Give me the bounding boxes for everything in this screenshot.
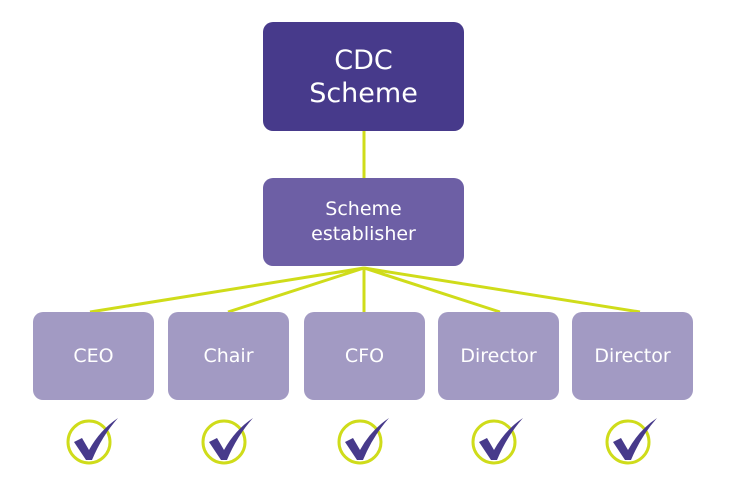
check-circle-icon <box>471 418 523 465</box>
connector-director-1 <box>363 266 501 314</box>
member-label: CFO <box>344 345 385 367</box>
member-node-director-2: Director <box>572 312 693 400</box>
member-label: Chair <box>203 345 254 367</box>
connector-chair <box>227 266 365 314</box>
check-circle-icon <box>605 418 657 465</box>
member-node-cfo: CFO <box>304 312 425 400</box>
member-label: Director <box>594 345 671 367</box>
member-label: Director <box>460 345 537 367</box>
establisher-label-1: Scheme <box>325 198 402 220</box>
member-node-director-1: Director <box>438 312 559 400</box>
member-node-chair: Chair <box>168 312 289 400</box>
member-label: CEO <box>73 345 114 367</box>
cdc-scheme-label-1: CDC <box>334 44 393 76</box>
establisher-label-2: establisher <box>311 223 416 245</box>
check-circle-icon <box>66 418 118 465</box>
check-circle-icon <box>201 418 253 465</box>
check-circle-icon <box>337 418 389 465</box>
cdc-scheme-node: CDC Scheme <box>263 22 464 131</box>
cdc-scheme-label-2: Scheme <box>309 77 418 109</box>
member-node-ceo: CEO <box>33 312 154 400</box>
connector-director-2 <box>363 266 641 314</box>
connector-ceo <box>89 266 365 314</box>
scheme-establisher-node: Scheme establisher <box>263 178 464 266</box>
